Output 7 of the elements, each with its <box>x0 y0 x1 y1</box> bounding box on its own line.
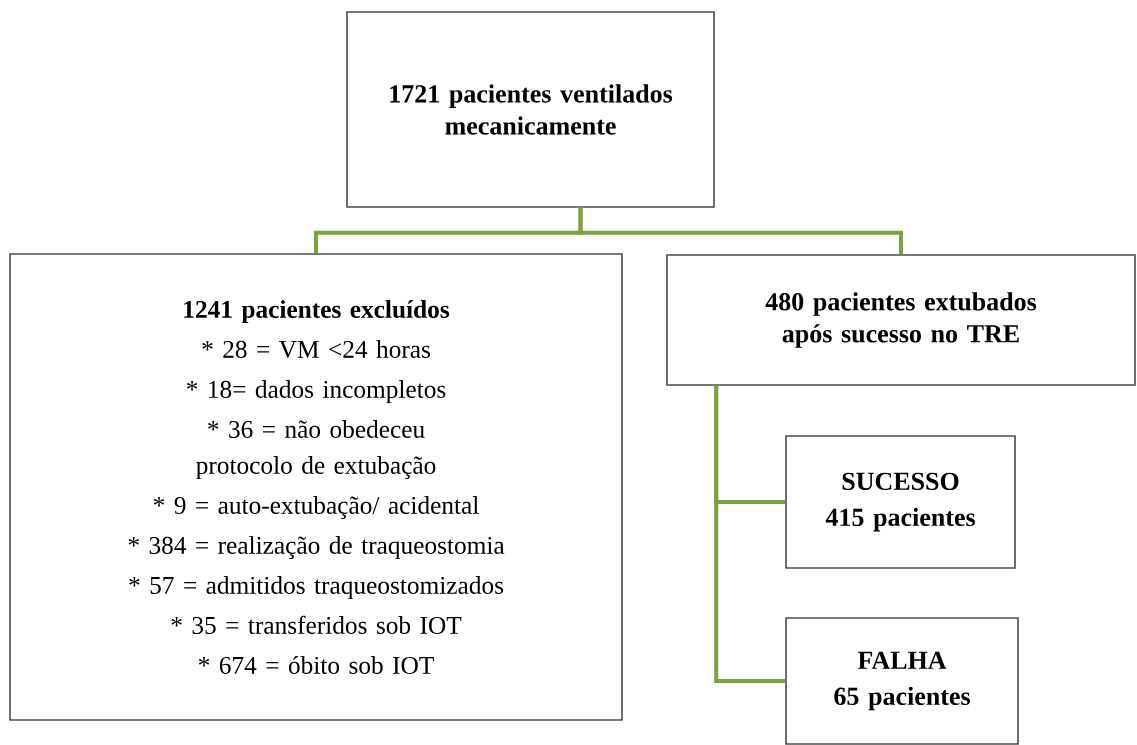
connector-line <box>714 385 786 683</box>
flow-box: 1241 pacientes excluídos * 28 = VM <24 horas * 18= dados incompletos * 36 = não obedeceu protocolo de extubação * 9 = auto-extubação/ acidental * 384 = realização de traqueostomia * 57 = admitidos traqueostomizados * 35 = transferidos sob IOT * 674 = óbito sob IOT <box>9 253 623 721</box>
flow-box: SUCESSO 415 pacientes <box>785 435 1016 569</box>
flow-box: 480 pacientes extubados após sucesso no TRE <box>666 254 1136 386</box>
flow-box: FALHA 65 pacientes <box>785 617 1019 745</box>
flow-box: 1721 pacientes ventilados mecanicamente <box>346 11 715 208</box>
connector-line <box>578 207 903 255</box>
